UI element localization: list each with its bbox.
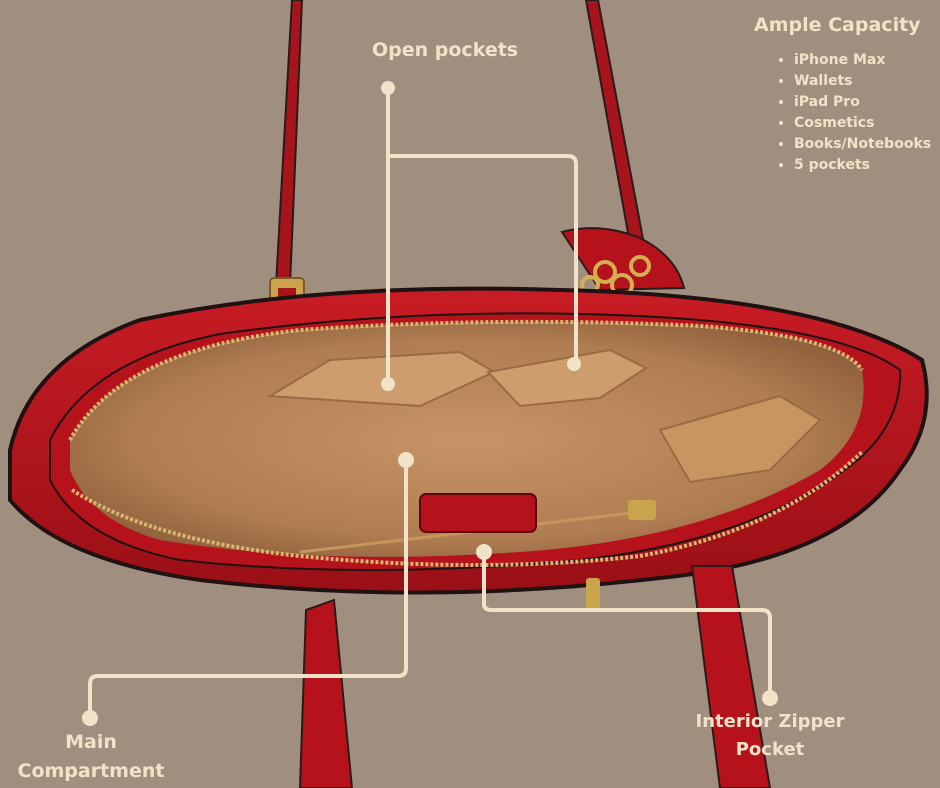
main-compartment-label: Main Compartment xyxy=(8,728,174,786)
chain-charm xyxy=(560,227,686,297)
interior-zipper-pocket-label: Interior Zipper Pocket xyxy=(692,708,848,764)
capacity-item: Wallets xyxy=(794,71,931,92)
interior-zipper-line1: Interior Zipper xyxy=(695,711,845,732)
capacity-item: iPad Pro xyxy=(794,92,931,113)
main-compartment-line2: Compartment xyxy=(17,760,165,782)
capacity-item: 5 pockets xyxy=(794,155,931,176)
capacity-item: iPhone Max xyxy=(794,50,931,71)
capacity-list: iPhone Max Wallets iPad Pro Cosmetics Bo… xyxy=(776,50,931,176)
open-pockets-label: Open pockets xyxy=(372,39,519,61)
callout-main-compartment xyxy=(82,452,414,726)
open-pocket xyxy=(266,348,822,484)
callout-open-pockets xyxy=(381,81,581,391)
main-compartment-line1: Main xyxy=(65,731,117,753)
zipper-pull xyxy=(628,500,656,520)
interior-zipper-pocket xyxy=(299,493,656,554)
zipper-charm xyxy=(586,578,600,612)
capacity-item: Cosmetics xyxy=(794,113,931,134)
interior-zipper-line2: Pocket xyxy=(735,739,805,760)
zipper-track xyxy=(68,319,864,567)
capacity-title: Ample Capacity xyxy=(754,14,921,36)
capacity-item: Books/Notebooks xyxy=(794,134,931,155)
front-strap xyxy=(298,565,772,788)
bag-lining xyxy=(70,321,864,557)
callout-interior-zipper xyxy=(476,544,778,706)
brand-tab xyxy=(419,493,537,533)
